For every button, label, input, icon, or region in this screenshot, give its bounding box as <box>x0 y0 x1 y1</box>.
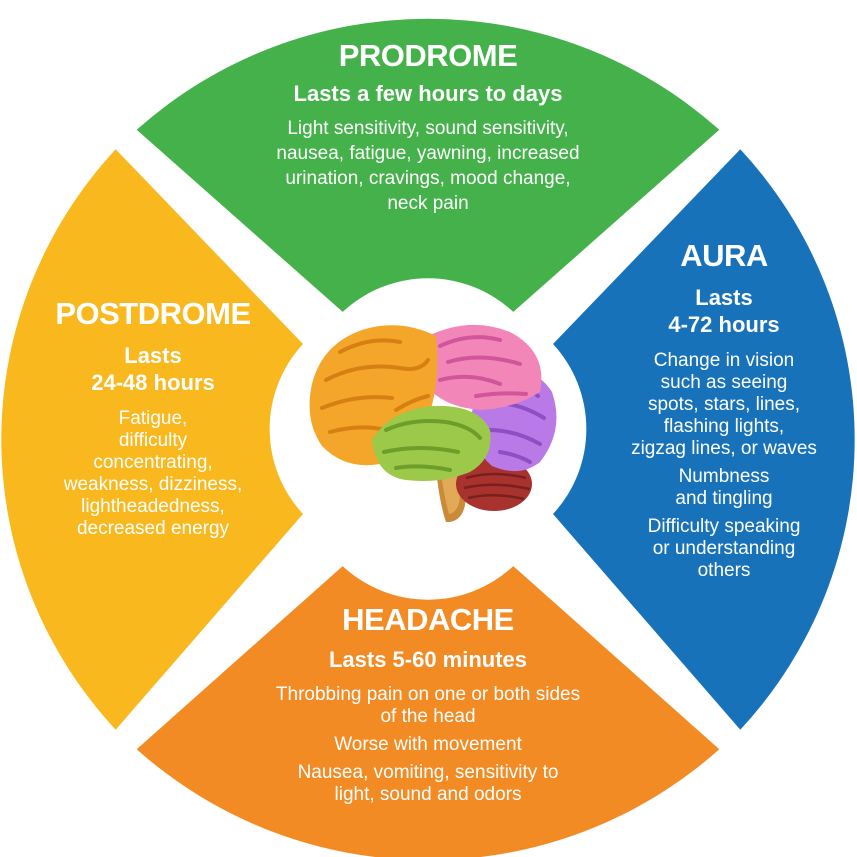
prodrome-symptom-line: urination, cravings, mood change, <box>285 168 571 189</box>
aura-symptom-line: Numbness <box>678 466 770 487</box>
postdrome-title: POSTDROME <box>55 296 251 331</box>
prodrome-title: PRODROME <box>338 38 518 73</box>
headache-symptom-line: light, sound and odors <box>334 784 522 805</box>
postdrome-symptom-line: decreased energy <box>76 518 230 539</box>
postdrome-duration: Lasts 24-48 hours <box>30 342 276 396</box>
postdrome-symptom-line: lightheadedness, <box>81 496 225 517</box>
aura-symptom-line: flashing lights, <box>663 416 785 437</box>
aura-segment <box>553 149 855 730</box>
headache-symptom-line: Nausea, vomiting, sensitivity to <box>297 762 559 783</box>
headache-duration-line: Lasts 5-60 minutes <box>328 647 528 672</box>
aura-symptom-line: spots, stars, lines, <box>647 394 801 415</box>
postdrome-symptom-line: Fatigue, <box>118 408 188 429</box>
postdrome-duration-line: Lasts <box>124 343 182 368</box>
prodrome-symptom-line: nausea, fatigue, yawning, increased <box>276 143 580 164</box>
headache-symptoms: Throbbing pain on one or both sides of t… <box>218 684 638 806</box>
aura-symptom-line: and tingling <box>675 488 773 509</box>
headache-duration: Lasts 5-60 minutes <box>218 646 638 673</box>
aura-symptoms: Change in vision such as seeing spots, s… <box>600 350 848 582</box>
aura-symptom-line: Difficulty speaking <box>647 516 801 537</box>
prodrome-symptom-line: Light sensitivity, sound sensitivity, <box>287 118 569 139</box>
aura-symptom-line: zigzag lines, or waves <box>631 438 817 459</box>
prodrome-duration: Lasts a few hours to days <box>208 80 648 107</box>
postdrome-symptoms: Fatigue, difficulty concentrating, weakn… <box>30 408 276 540</box>
aura-symptom-line: or understanding <box>652 538 796 559</box>
aura-symptom-line: others <box>697 560 751 581</box>
prodrome-symptom-line: neck pain <box>387 193 469 214</box>
headache-title: HEADACHE <box>342 602 514 637</box>
aura-duration: Lasts 4-72 hours <box>600 284 848 338</box>
aura-title: AURA <box>680 238 768 273</box>
prodrome-panel: PRODROME Lasts a few hours to days Light… <box>208 38 648 216</box>
aura-duration-line: 4-72 hours <box>668 312 780 337</box>
brain-icon <box>309 324 557 522</box>
aura-panel: AURA Lasts 4-72 hours Change in vision s… <box>600 238 848 582</box>
postdrome-segment <box>1 149 303 730</box>
headache-symptom-line: Worse with movement <box>334 734 522 755</box>
headache-symptom-line: of the head <box>380 706 476 727</box>
postdrome-panel: POSTDROME Lasts 24-48 hours Fatigue, dif… <box>30 296 276 540</box>
prodrome-symptoms: Light sensitivity, sound sensitivity, na… <box>208 116 648 216</box>
postdrome-symptom-line: weakness, dizziness, <box>63 474 243 495</box>
prodrome-duration-line: Lasts a few hours to days <box>293 81 563 106</box>
headache-segment <box>136 566 720 857</box>
aura-symptom-line: such as seeing <box>660 372 788 393</box>
headache-panel: HEADACHE Lasts 5-60 minutes Throbbing pa… <box>218 602 638 806</box>
postdrome-duration-line: 24-48 hours <box>91 370 215 395</box>
prodrome-segment <box>136 18 720 312</box>
aura-duration-line: Lasts <box>695 285 753 310</box>
postdrome-symptom-line: difficulty <box>118 430 188 451</box>
aura-symptom-line: Change in vision <box>653 350 795 371</box>
headache-symptom-line: Throbbing pain on one or both sides <box>275 684 581 705</box>
postdrome-symptom-line: concentrating, <box>93 452 213 473</box>
